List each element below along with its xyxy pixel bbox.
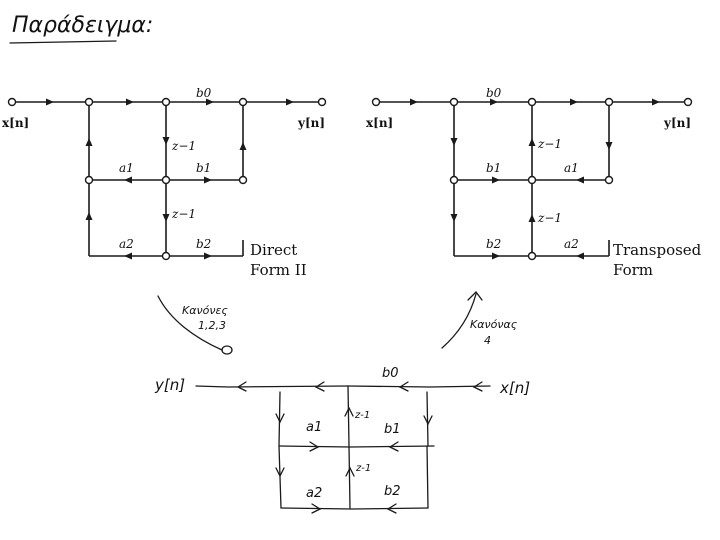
df-caption-line1: Direct <box>250 241 297 259</box>
df-caption-line2: Form II <box>250 261 307 279</box>
left-arrow-note-line1: Κανόνες <box>182 304 228 317</box>
tf-node <box>604 97 614 107</box>
df-output-node <box>317 97 327 107</box>
tf-b0-label: b0 <box>486 86 502 100</box>
hd-a2-label: a2 <box>306 486 322 501</box>
handdrawn-form-diagram: y[n] x[n] b0 a1 b1 a2 b2 z-1 z-1 <box>154 366 530 514</box>
tf-output-node <box>683 97 693 107</box>
page-title-group: Παράδειγμα: <box>9 13 153 44</box>
tf-node <box>527 251 537 261</box>
tf-caption-line1: Transposed <box>613 241 702 259</box>
df-node <box>84 175 94 185</box>
page-title: Παράδειγμα: <box>12 13 153 38</box>
hd-delay-2-label: z-1 <box>355 463 371 474</box>
tf-node <box>527 175 537 185</box>
df-output-label: y[n] <box>297 116 325 130</box>
hd-b1-label: b1 <box>384 422 401 437</box>
df-delay-2-label: z−1 <box>171 207 196 221</box>
tf-input-node <box>371 97 381 107</box>
right-arrow-note-line1: Κανόνας <box>470 318 518 331</box>
df-b0-label: b0 <box>196 86 212 100</box>
left-arrow-note-line2: 1,2,3 <box>198 319 226 332</box>
tf-node <box>604 175 614 185</box>
df-node <box>161 251 171 261</box>
df-node <box>238 97 248 107</box>
df-node <box>161 175 171 185</box>
df-a1-label: a1 <box>119 161 134 175</box>
tf-output-label: y[n] <box>663 116 691 130</box>
hd-b2-label: b2 <box>384 484 401 499</box>
right-curved-arrow: Κανόνας 4 <box>441 291 518 349</box>
right-arrow-note-line2: 4 <box>484 334 491 347</box>
df-node <box>161 97 171 107</box>
tf-caption-line2: Form <box>613 261 653 279</box>
hd-b0-label: b0 <box>382 366 399 381</box>
hd-a1-label: a1 <box>306 420 322 435</box>
tf-a2-label: a2 <box>564 237 579 251</box>
tf-a1-label: a1 <box>564 161 579 175</box>
df-delay-1-label: z−1 <box>171 139 196 153</box>
hd-delay-1-label: z-1 <box>354 410 370 421</box>
df-node <box>238 175 248 185</box>
direct-form-diagram: x[n] y[n] b0 a1 b1 a2 b2 z−1 z−1 Direct … <box>2 86 327 279</box>
left-curved-arrow: Κανόνες 1,2,3 <box>157 295 233 355</box>
tf-delay-2-label: z−1 <box>537 211 562 225</box>
tf-node <box>527 97 537 107</box>
tf-node <box>449 97 459 107</box>
df-node <box>84 97 94 107</box>
tf-delay-1-label: z−1 <box>537 137 562 151</box>
df-input-node <box>7 97 17 107</box>
df-b1-label: b1 <box>196 161 211 175</box>
hd-output-label: y[n] <box>154 376 185 394</box>
tf-b1-label: b1 <box>486 161 501 175</box>
tf-input-label: x[n] <box>366 116 393 130</box>
df-a2-label: a2 <box>119 237 134 251</box>
tf-b2-label: b2 <box>486 237 501 251</box>
df-b2-label: b2 <box>196 237 211 251</box>
df-input-label: x[n] <box>2 116 29 130</box>
hd-input-label: x[n] <box>499 379 530 397</box>
tf-node <box>449 175 459 185</box>
transposed-form-diagram: x[n] y[n] b0 b1 a1 b2 a2 z−1 z−1 Transpo… <box>366 86 702 279</box>
title-underline <box>9 40 117 44</box>
